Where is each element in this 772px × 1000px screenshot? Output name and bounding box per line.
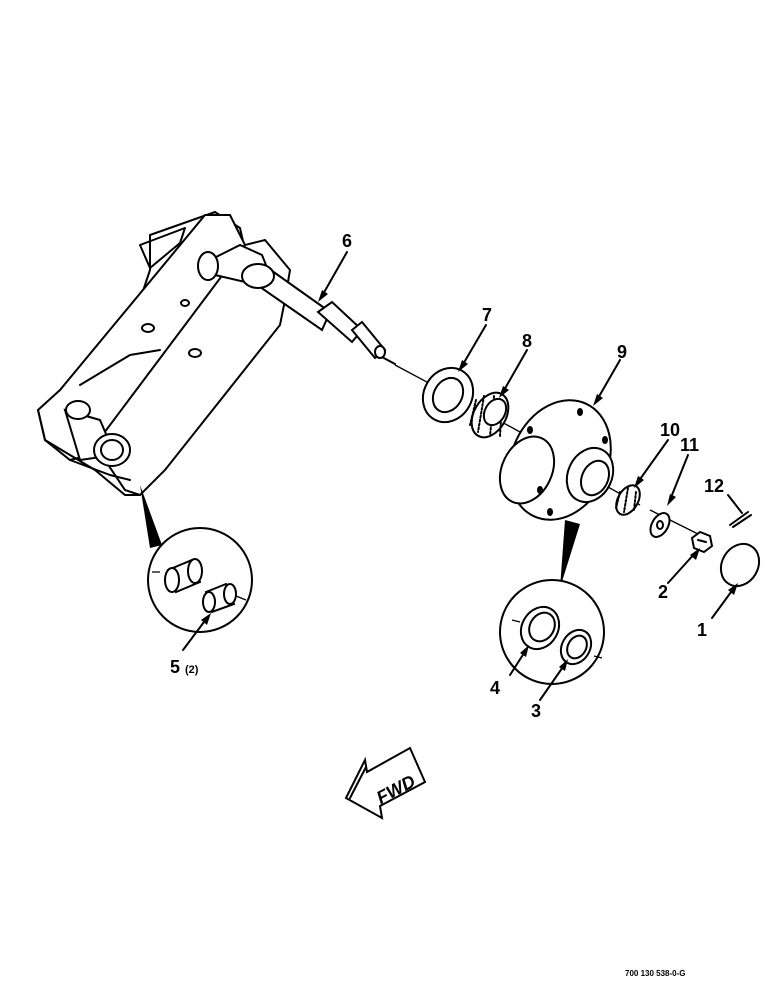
leader-lines <box>182 251 743 701</box>
outer-bearing-cone <box>615 484 641 516</box>
callout-10: 10 <box>660 420 680 440</box>
spindle-washer <box>649 512 671 538</box>
spindle <box>241 263 396 365</box>
inner-bearing-cone <box>469 391 510 439</box>
castle-nut <box>690 530 714 554</box>
callout-6: 6 <box>342 231 352 251</box>
seal-washer <box>421 366 475 424</box>
callout-1: 1 <box>697 620 707 640</box>
callout-2: 2 <box>658 582 668 602</box>
callout-5: 5 <box>170 657 180 677</box>
cotter-pin <box>729 511 752 528</box>
drawing-code: 700 130 538-0-G <box>625 969 686 978</box>
spindle-arm <box>36 210 292 497</box>
dust-cap <box>719 542 761 588</box>
wheel-hub <box>498 399 615 521</box>
callout-4: 4 <box>490 678 500 698</box>
detail-bearing-cups <box>499 520 605 685</box>
quantity-note: (2) <box>185 664 199 676</box>
callout-3: 3 <box>531 701 541 721</box>
callout-labels: 1 2 3 4 5 (2) 6 7 8 9 10 11 12 <box>170 231 724 721</box>
callout-12: 12 <box>704 476 724 496</box>
callout-8: 8 <box>522 331 532 351</box>
forward-arrow-icon: FWD <box>344 746 427 820</box>
callout-9: 9 <box>617 342 627 362</box>
callout-11: 11 <box>680 435 699 455</box>
callout-7: 7 <box>482 305 492 325</box>
detail-needle-bearings <box>140 485 253 633</box>
